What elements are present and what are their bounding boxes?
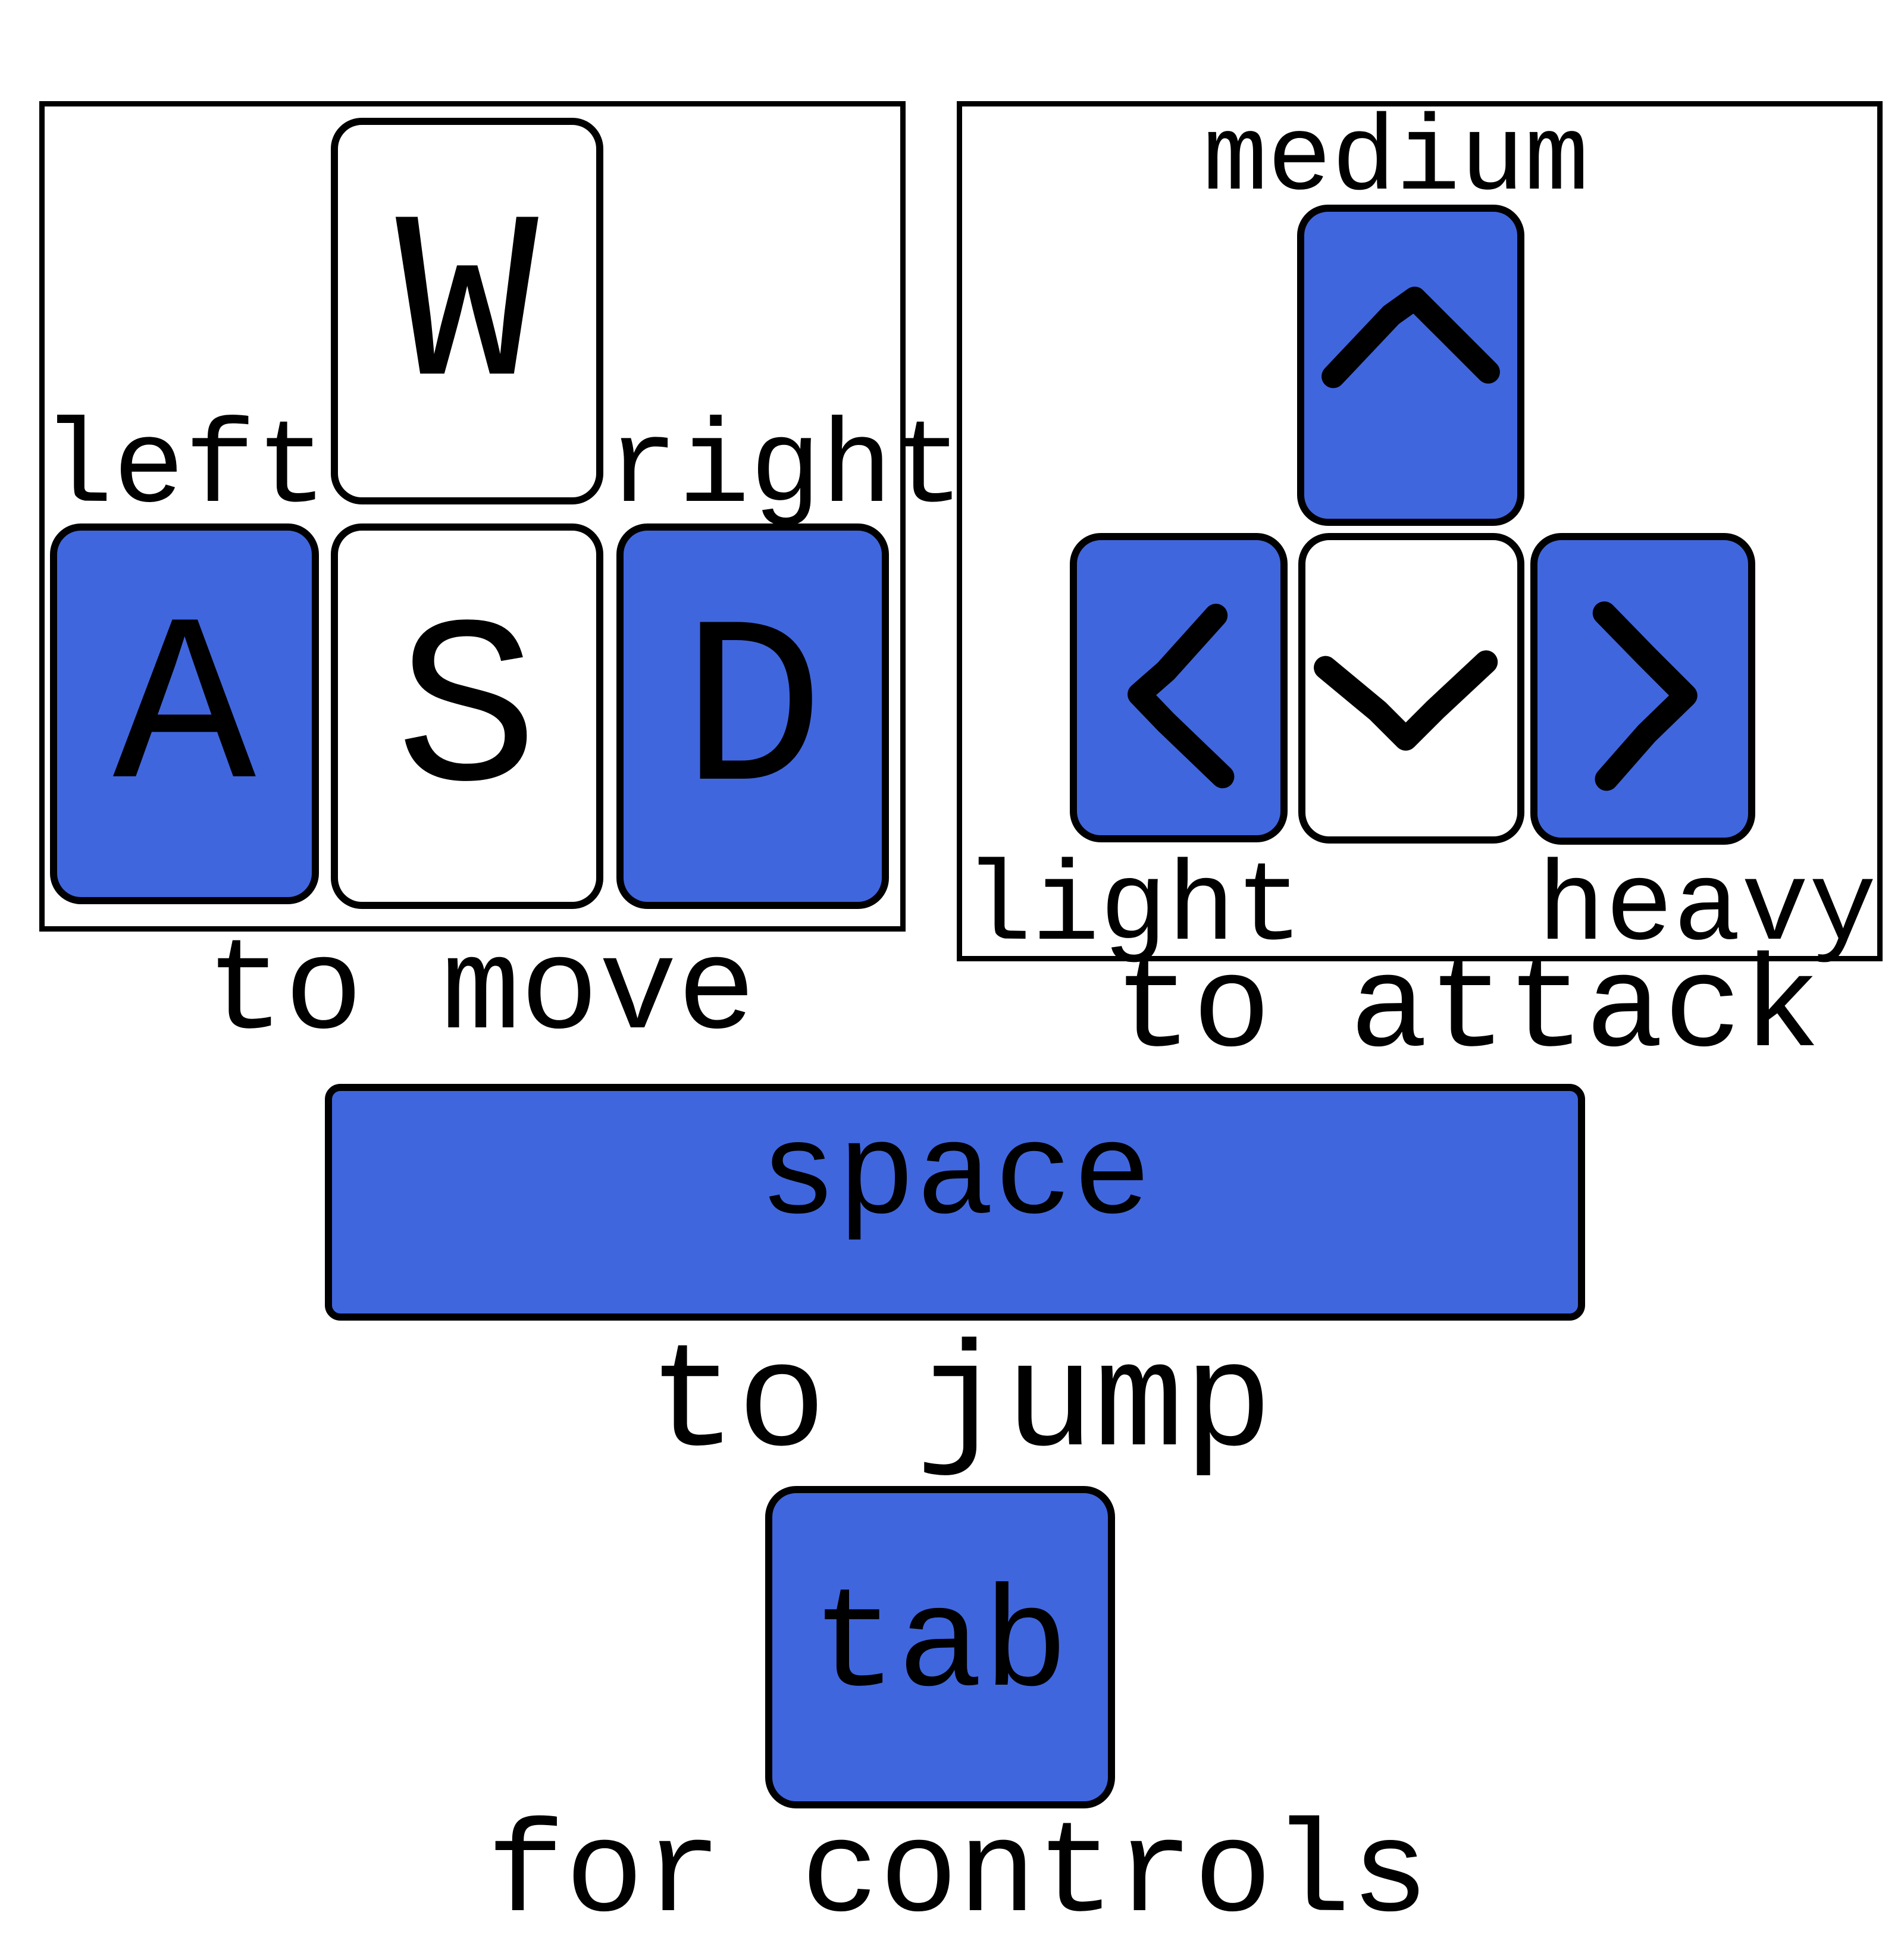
attack-caption: to attack (1114, 937, 1821, 1085)
key-arrow-up[interactable] (1297, 205, 1524, 526)
move-left-label: left (42, 402, 328, 537)
jump-caption: to jump (647, 1321, 1273, 1490)
key-arrow-right[interactable] (1530, 533, 1755, 845)
key-w[interactable]: W (331, 118, 603, 504)
key-a[interactable]: A (50, 523, 319, 904)
key-space[interactable]: space (325, 1084, 1585, 1321)
chevron-up-icon (1321, 286, 1500, 388)
chevron-right-icon (1592, 601, 1698, 791)
key-s[interactable]: S (331, 523, 603, 909)
attack-medium-label: medium (1203, 100, 1589, 221)
key-tab[interactable]: tab (765, 1486, 1115, 1808)
move-right-label: right (607, 402, 964, 537)
key-tab-label: tab (811, 1566, 1069, 1728)
key-s-label: S (395, 581, 539, 851)
chevron-down-icon (1314, 650, 1498, 751)
chevron-left-icon (1128, 603, 1235, 789)
key-space-label: space (758, 1104, 1152, 1252)
controls-caption: for controls (486, 1802, 1430, 1950)
move-caption: to move (206, 919, 756, 1067)
key-arrow-left[interactable] (1070, 533, 1288, 842)
key-a-label: A (112, 579, 256, 848)
key-d[interactable]: D (616, 523, 889, 909)
key-w-label: W (395, 176, 539, 446)
attack-heavy-label: heavy (1537, 845, 1877, 973)
attack-light-label: light (964, 845, 1304, 973)
key-d-label: D (681, 581, 825, 851)
key-arrow-down[interactable] (1298, 533, 1524, 844)
